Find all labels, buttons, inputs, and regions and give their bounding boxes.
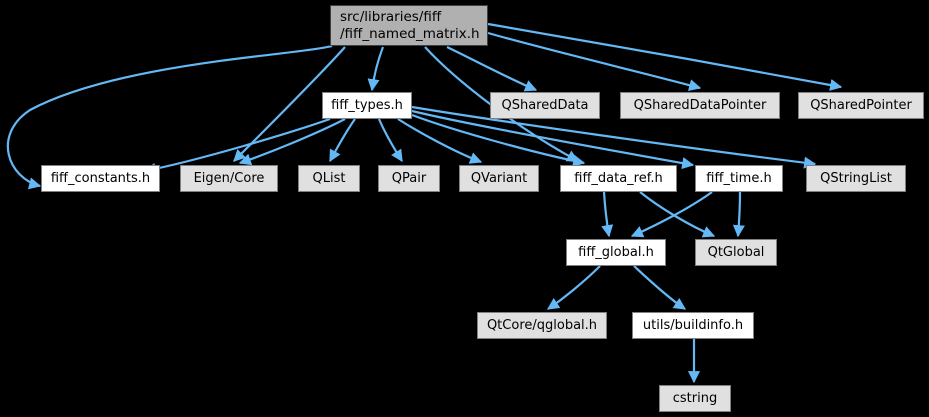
edge-fiff_global-to-buildinfo [633, 265, 687, 310]
edge-fiff_types-to-qstringlist [411, 105, 817, 169]
graph-node-qstringlist: QStringList [806, 165, 906, 192]
edge-root-to-eigen [233, 46, 346, 162]
graph-node-fiff_types[interactable]: fiff_types.h [322, 92, 412, 119]
graph-node-qlist: QList [298, 165, 360, 192]
graph-node-fiff_global[interactable]: fiff_global.h [566, 239, 666, 266]
graph-node-qtglobal: QtGlobal [695, 239, 777, 266]
graph-node-root[interactable]: src/libraries/fiff /fiff_named_matrix.h [330, 5, 488, 46]
edge-fiff_time-to-fiff_global [630, 191, 713, 238]
graph-node-fiff_const[interactable]: fiff_constants.h [41, 165, 160, 192]
edge-fiff_types-to-fiff_dref [411, 113, 586, 167]
graph-node-eigen: Eigen/Core [180, 165, 278, 192]
edge-root-to-qsharedptr [487, 22, 843, 91]
edge-fiff_types-to-qvariant [397, 118, 483, 164]
edge-fiff_time-to-qtglobal [732, 191, 745, 238]
graph-node-qpair: QPair [378, 165, 440, 192]
edge-fiff_types-to-fiff_time [411, 109, 695, 170]
edge-fiff_types-to-eigen [238, 118, 346, 166]
graph-node-qsharedptr: QSharedPointer [798, 92, 924, 119]
edge-root-to-fiff_const [6, 44, 333, 190]
graph-node-buildinfo[interactable]: utils/buildinfo.h [632, 312, 754, 339]
graph-node-cstring: cstring [659, 385, 731, 412]
edge-root-to-qshareddata [446, 46, 538, 92]
graph-node-qshareddata: QSharedData [490, 92, 600, 119]
graph-node-fiff_time[interactable]: fiff_time.h [695, 165, 783, 192]
edge-root-to-qsdpointer [487, 31, 702, 92]
edge-fiff_dref-to-qtglobal [639, 191, 716, 238]
edge-fiff_types-to-qpair [377, 118, 403, 163]
graph-node-qvariant: QVariant [459, 165, 539, 192]
edge-fiff_types-to-fiff_const [143, 117, 331, 175]
graph-node-qtcore: QtCore/qglobal.h [477, 312, 607, 339]
edge-fiff_global-to-qtcore [546, 265, 601, 310]
graph-node-qsdpointer: QSharedDataPointer [620, 92, 780, 119]
edge-fiff_types-to-qlist [329, 118, 356, 163]
graph-node-fiff_dref[interactable]: fiff_data_ref.h [560, 165, 677, 192]
edge-fiff_dref-to-fiff_global [601, 191, 614, 238]
edge-root-to-fiff_types [367, 46, 385, 92]
